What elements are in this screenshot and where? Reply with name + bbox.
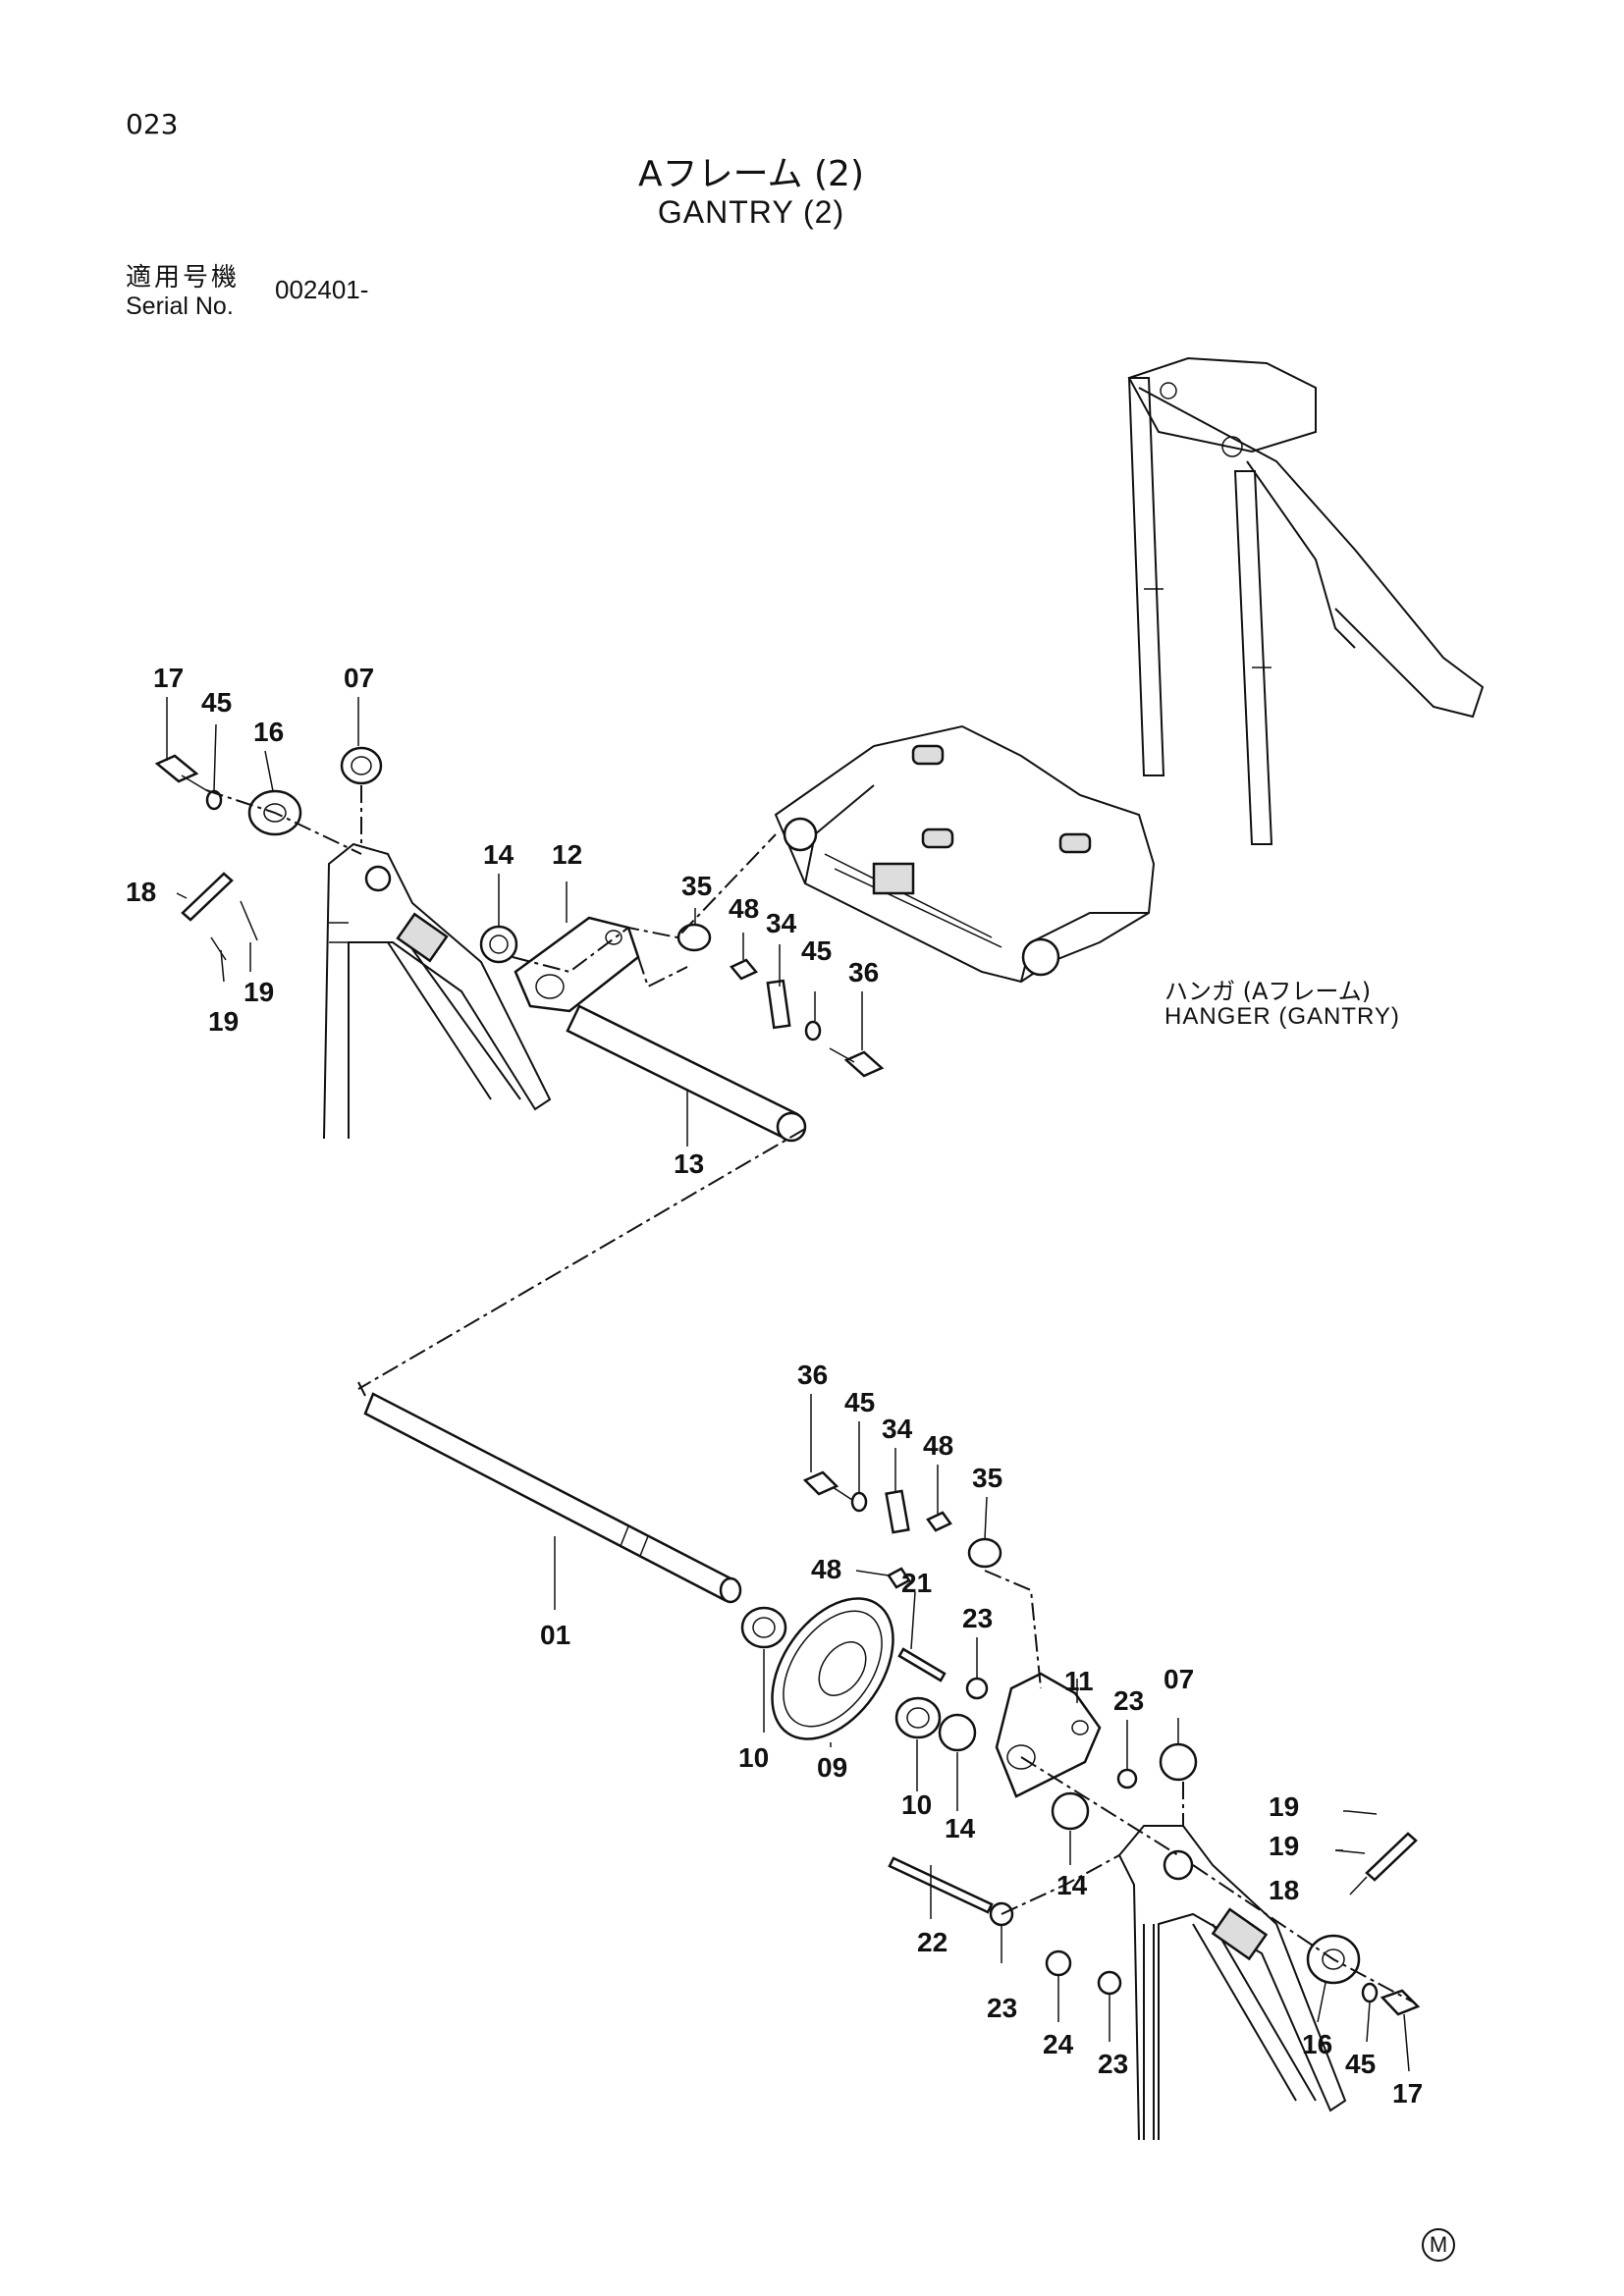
callout-label: 21: [901, 1568, 932, 1598]
serial-value: 002401-: [275, 275, 369, 304]
callout-label: 23: [962, 1603, 993, 1633]
callout-label: 36: [848, 957, 879, 988]
callout-label: 17: [1392, 2078, 1423, 2109]
gantry-overview: [1127, 356, 1485, 845]
callouts: 17 45 16 07 18 19 19 14 12 35 48 34 45 3…: [126, 663, 1423, 2109]
callout-label: 13: [674, 1148, 704, 1179]
callout-label: 19: [244, 977, 274, 1007]
upper-parts: [154, 746, 885, 1143]
callout-label: 23: [1113, 1685, 1144, 1716]
callout-label: 34: [766, 908, 797, 938]
callout-label: 22: [917, 1927, 947, 1957]
callout-label: 48: [923, 1430, 953, 1461]
callout-label: 23: [1098, 2049, 1128, 2079]
callout-label: 14: [483, 839, 514, 870]
callout-label: 45: [201, 687, 232, 718]
callout-label: 10: [901, 1789, 932, 1820]
upper-frame-arm: [323, 842, 552, 1140]
corner-mark: M: [1422, 2228, 1455, 2262]
callout-label: 16: [253, 717, 284, 747]
callout-label: 18: [1269, 1875, 1299, 1905]
callout-label: 48: [811, 1554, 841, 1584]
callout-label: 34: [882, 1414, 913, 1444]
serial-label-jp: 適用号機: [126, 263, 241, 293]
callout-label: 09: [817, 1752, 847, 1783]
callout-label: 14: [945, 1813, 976, 1843]
page-title-en: GANTRY (2): [657, 194, 845, 230]
lower-parts: [363, 1392, 1421, 2016]
leader-lines: [166, 697, 1410, 2072]
hanger-housing: [774, 724, 1156, 984]
callout-label: 24: [1043, 2029, 1074, 2059]
callout-label: 18: [126, 877, 156, 907]
callout-label: 01: [540, 1620, 570, 1650]
page-title-jp: Aフレーム (2): [638, 154, 864, 194]
callout-label: 07: [344, 663, 374, 693]
callout-label: 23: [987, 1993, 1017, 2023]
serial-label-en: Serial No.: [126, 293, 234, 320]
callout-label: 07: [1164, 1664, 1194, 1694]
callout-label: 10: [738, 1742, 769, 1773]
callout-label: 17: [153, 663, 184, 693]
lower-frame-arm: [1117, 1825, 1347, 2141]
callout-label: 45: [844, 1387, 875, 1417]
callout-label: 12: [552, 839, 582, 870]
callout-label: 11: [1064, 1666, 1094, 1696]
callout-label: 19: [1269, 1831, 1299, 1861]
callout-label: 19: [208, 1006, 239, 1037]
hanger-label-en: HANGER (GANTRY): [1164, 1003, 1400, 1030]
assembly-lines: [205, 785, 1415, 2003]
callout-label: 35: [681, 871, 712, 901]
page-number: 023: [126, 108, 179, 140]
callout-label: 48: [729, 893, 759, 924]
callout-label: 45: [1345, 2049, 1376, 2079]
hanger-label-jp: ハンガ (Aフレーム): [1164, 978, 1372, 1005]
callout-label: 14: [1056, 1870, 1088, 1900]
callout-label: 19: [1269, 1791, 1299, 1822]
callout-label: 35: [972, 1463, 1002, 1493]
callout-label: 45: [801, 935, 832, 966]
callout-label: 16: [1302, 2029, 1332, 2059]
callout-label: 36: [797, 1360, 828, 1390]
